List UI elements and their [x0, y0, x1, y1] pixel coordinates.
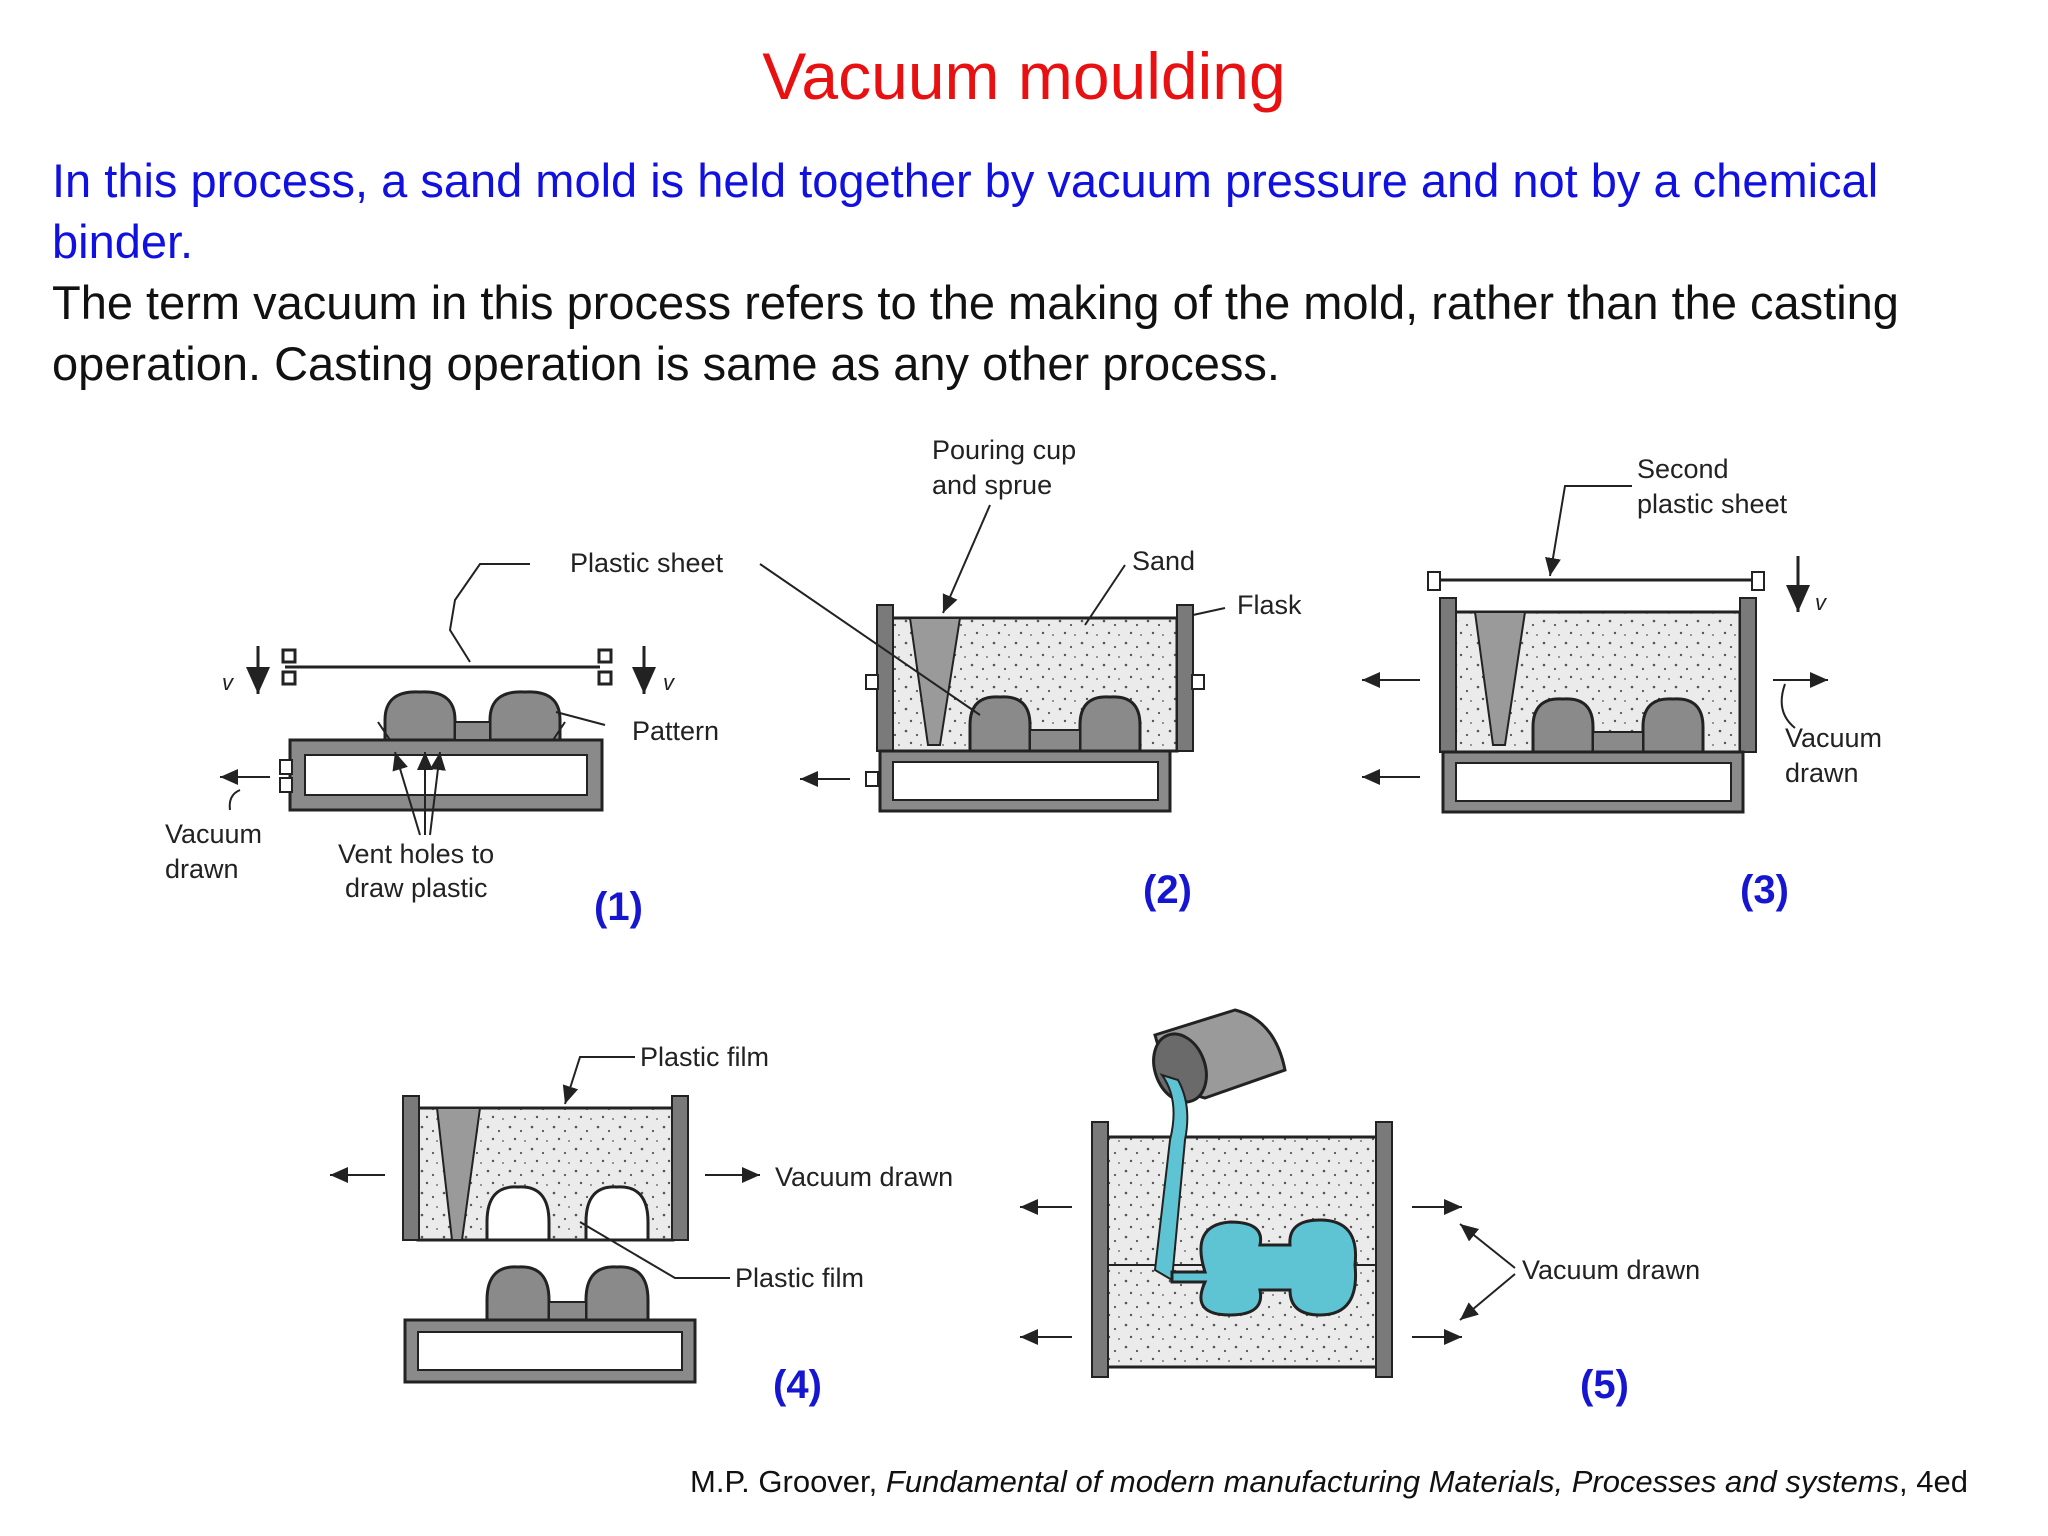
- step-4-figure: [330, 1056, 760, 1384]
- step-label-4: (4): [773, 1363, 822, 1407]
- label-velocity-1a: v: [222, 670, 235, 695]
- label-velocity-1b: v: [663, 670, 676, 695]
- label-flask: Flask: [1237, 590, 1302, 620]
- intro-text: In this process, a sand mold is held tog…: [52, 150, 2012, 394]
- label-plastic-sheet: Plastic sheet: [570, 548, 724, 578]
- step-1-figure: [220, 563, 656, 836]
- label-vacuum-drawn-3b: drawn: [1785, 758, 1859, 788]
- molten-metal: [1153, 1073, 1189, 1282]
- pattern-bump-right: [488, 690, 562, 742]
- citation: M.P. Groover, Fundamental of modern manu…: [690, 1464, 1968, 1500]
- label-vent-holes-b: draw plastic: [345, 873, 488, 903]
- label-vacuum-drawn-4: Vacuum drawn: [775, 1162, 953, 1192]
- label-vacuum-drawn-1a: Vacuum: [165, 819, 262, 849]
- label-pattern: Pattern: [632, 716, 719, 746]
- label-vent-holes-a: Vent holes to: [338, 839, 494, 869]
- slide-title: Vacuum moulding: [762, 39, 1286, 113]
- sprue-2: [908, 617, 962, 746]
- citation-book: Fundamental of modern manufacturing Mate…: [885, 1464, 1900, 1499]
- citation-edition: , 4ed: [1899, 1464, 1968, 1499]
- label-second-sheet-b: plastic sheet: [1637, 489, 1788, 519]
- label-second-sheet-a: Second: [1637, 454, 1729, 484]
- label-sand: Sand: [1132, 546, 1195, 576]
- sheet-clamp-right: [597, 648, 613, 664]
- step-label-3: (3): [1740, 868, 1789, 912]
- label-vacuum-drawn-5: Vacuum drawn: [1522, 1255, 1700, 1285]
- intro-blue-text: In this process, a sand mold is held tog…: [52, 154, 1879, 268]
- label-vacuum-drawn-3a: Vacuum: [1785, 723, 1882, 753]
- step-label-2: (2): [1143, 868, 1192, 912]
- step-2-figure: [759, 504, 1226, 813]
- label-vacuum-drawn-1b: drawn: [165, 854, 239, 884]
- label-pouring-cup-a: Pouring cup: [932, 435, 1076, 465]
- step-5-figure: [1020, 1008, 1516, 1378]
- step-3-figure: [1362, 485, 1828, 814]
- step-label-5: (5): [1580, 1363, 1629, 1407]
- intro-black-text: The term vacuum in this process refers t…: [52, 276, 1899, 390]
- label-pouring-cup-b: and sprue: [932, 470, 1052, 500]
- label-velocity-3: v: [1815, 590, 1828, 615]
- pattern-bump-left: [383, 690, 457, 742]
- sheet-clamp-left: [281, 648, 297, 664]
- label-plastic-film-bottom: Plastic film: [735, 1263, 864, 1293]
- step-label-1: (1): [594, 885, 643, 929]
- citation-author: M.P. Groover,: [690, 1464, 878, 1499]
- label-plastic-film-top: Plastic film: [640, 1042, 769, 1072]
- vacuum-moulding-diagram: Plastic sheet Pattern Vacuum drawn Vent …: [165, 435, 1882, 1407]
